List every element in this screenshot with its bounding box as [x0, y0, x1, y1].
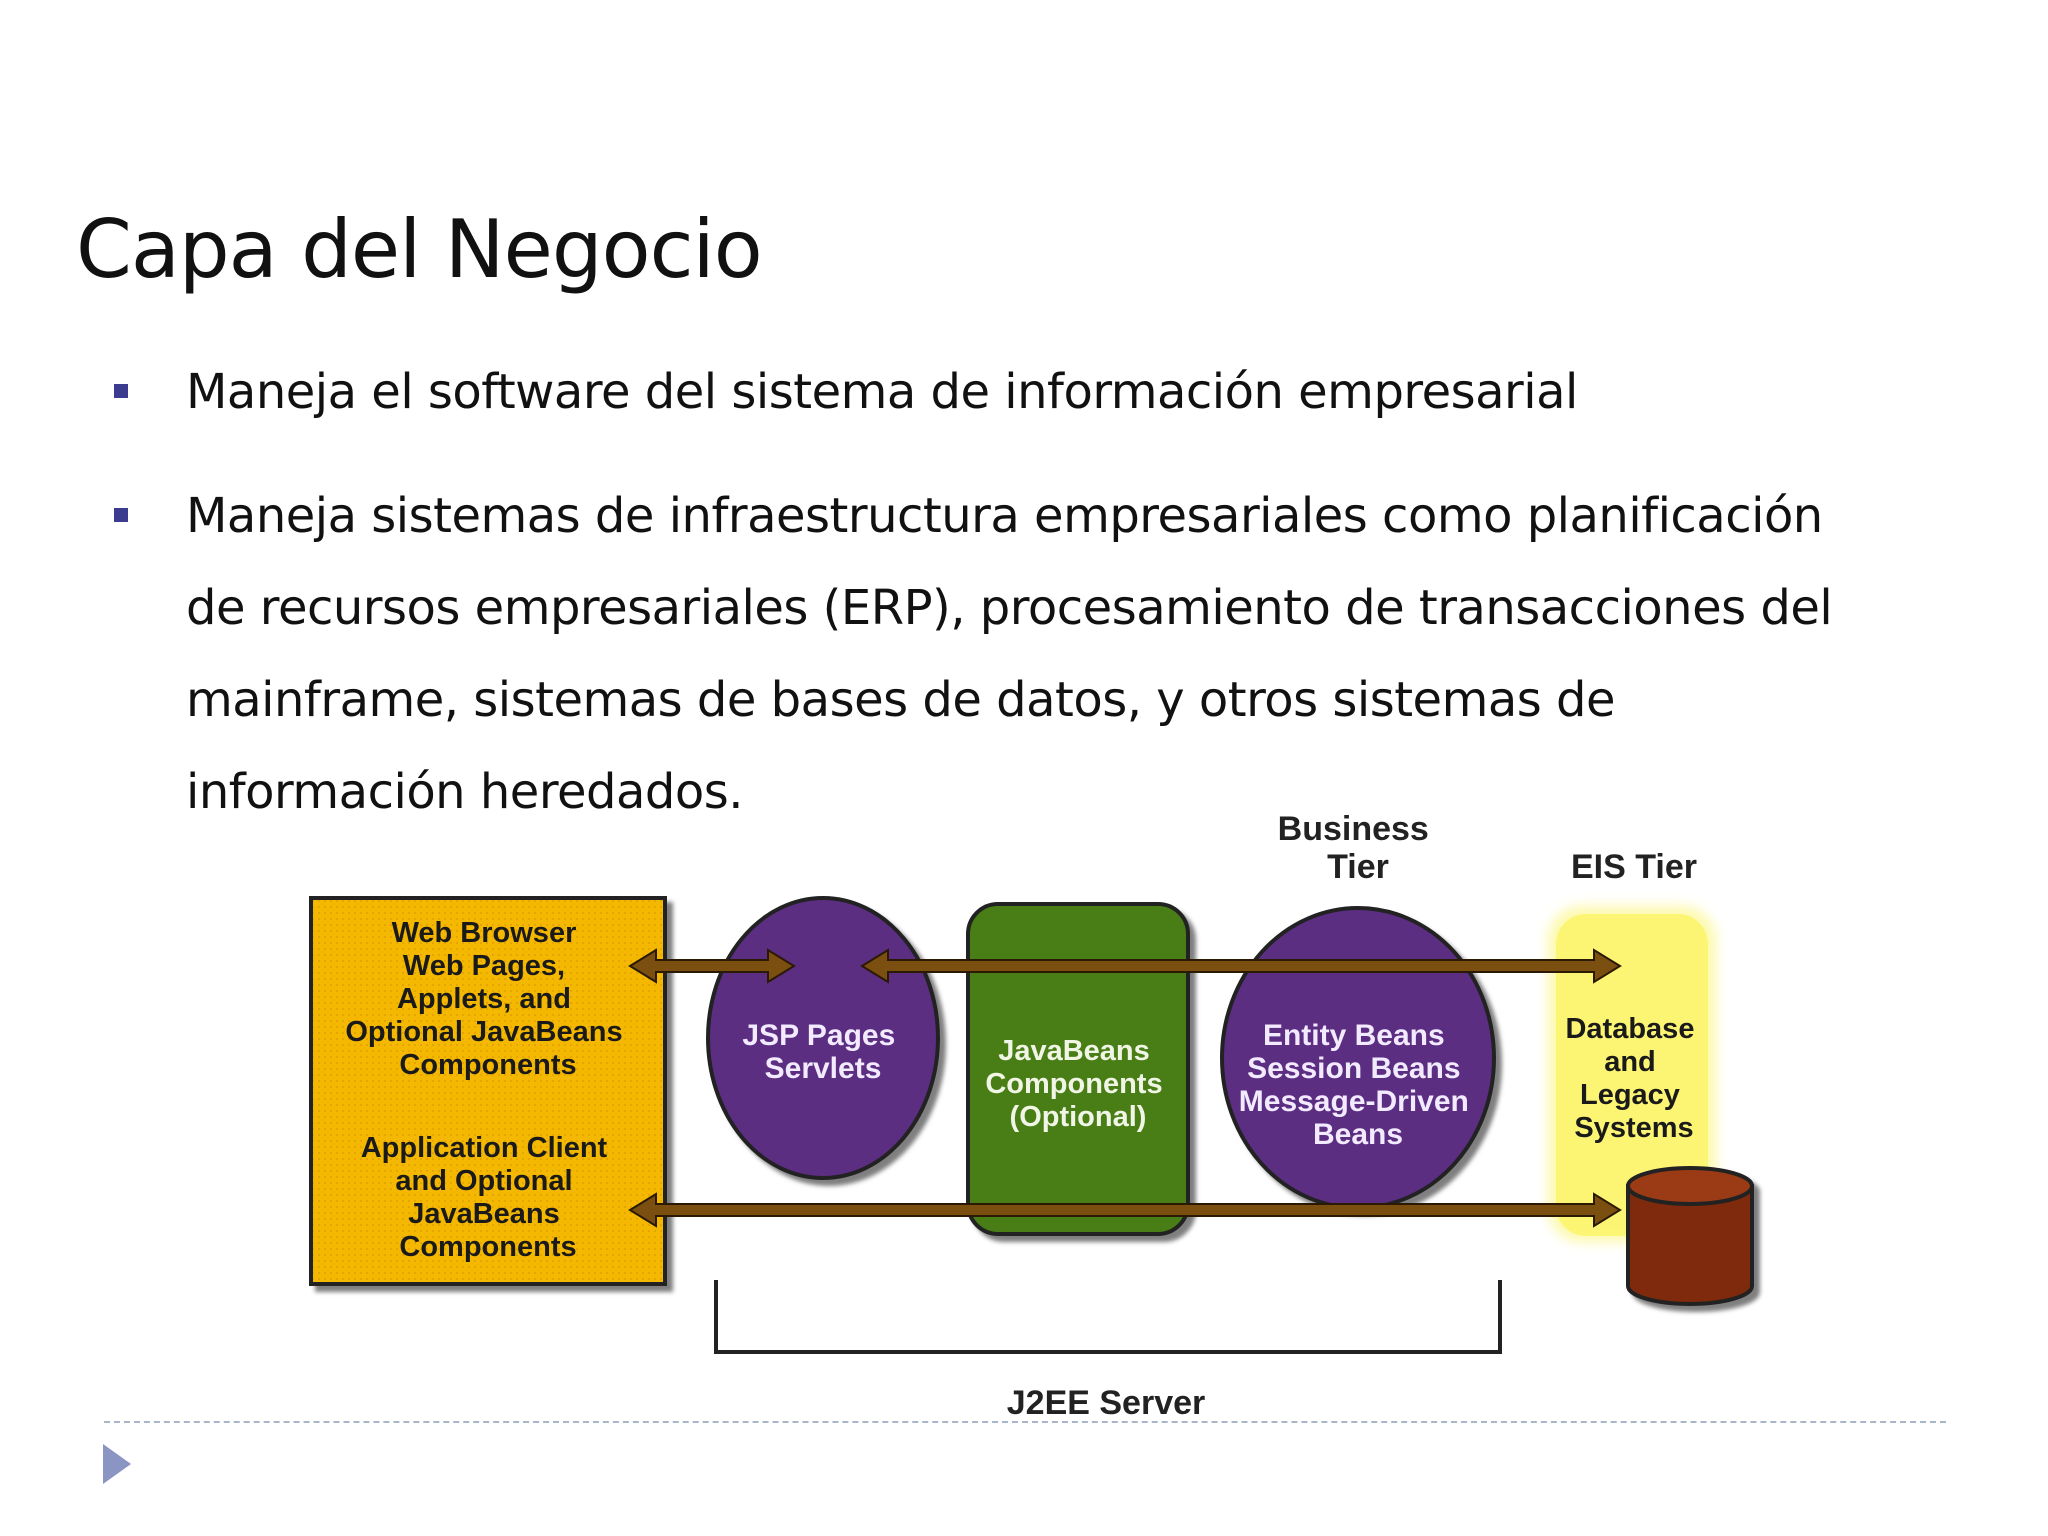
triangle-bullet-icon: [103, 1444, 131, 1484]
bullet-item: Maneja sistemas de infraestructura empre…: [114, 470, 1886, 838]
database-icon: [1626, 1166, 1754, 1306]
svg-text:Application Client and O: Application Client and Optional JavaBean…: [361, 1132, 616, 1263]
eis-tier-panel: [1556, 914, 1708, 1236]
eis-tier-label: EIS Tier: [1571, 848, 1697, 886]
svg-text:Web Browser Web Pages,: Web Browser Web Pages, Applets, and Opti…: [345, 917, 630, 1081]
eis-systems-label: Database and Legacy Systems: [1565, 1013, 1702, 1144]
enterprise-beans-label: Entity Beans Session Beans Message-Drive…: [1239, 1019, 1477, 1151]
square-bullet-icon: [114, 384, 128, 398]
web-client-label: Web Browser Web Pages, Applets, and Opti…: [345, 917, 630, 1081]
business-tier-label: Business Tier: [1278, 810, 1439, 886]
j2ee-server-label: J2EE Server: [1007, 1384, 1206, 1422]
javabeans-label: JavaBeans Components (Optional): [985, 1035, 1170, 1133]
javabeans-node: [966, 902, 1190, 1236]
footer-divider: [104, 1421, 1946, 1423]
client-tier-box: [309, 896, 667, 1286]
application-client-label: Application Client and Optional JavaBean…: [361, 1132, 616, 1263]
slide-title: Capa del Negocio: [76, 203, 763, 296]
j2ee-server-bracket: [714, 1280, 1502, 1354]
jsp-servlets-label: JSP Pages Servlets: [742, 1019, 903, 1085]
bottom-connection-arrow: [628, 1192, 1622, 1228]
square-bullet-icon: [114, 508, 128, 522]
bullet-item: Maneja el software del sistema de inform…: [114, 346, 1886, 438]
bullet-text: Maneja sistemas de infraestructura empre…: [186, 488, 1833, 820]
top-connection-arrows: [628, 948, 1622, 984]
bullet-text: Maneja el software del sistema de inform…: [186, 364, 1578, 420]
